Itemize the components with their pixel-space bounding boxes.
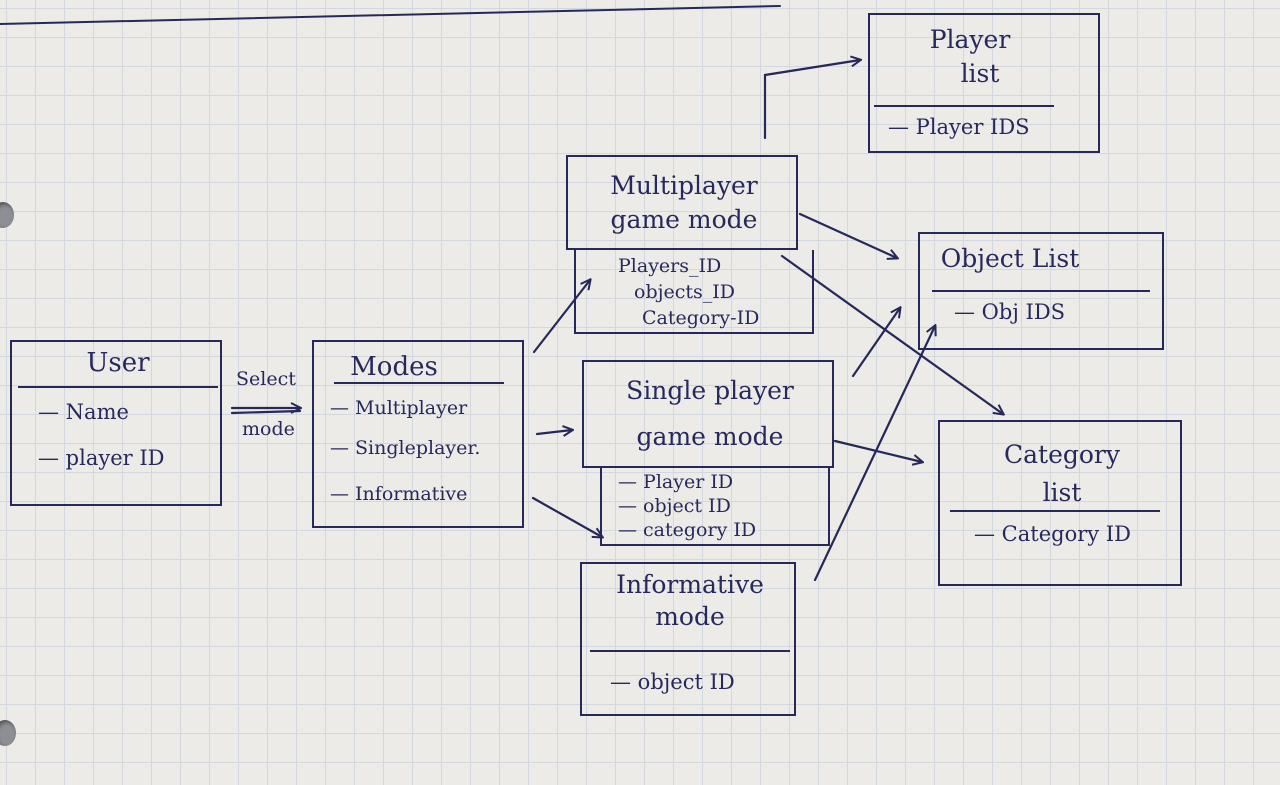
modes-title: Modes (350, 352, 438, 382)
modes-entity: Modes — Multiplayer — Singleplayer. — In… (312, 340, 524, 528)
binder-hole-top (0, 202, 14, 228)
multiplayer-title-line1: Multiplayer (610, 171, 758, 200)
object-list-entity: Object List — Obj IDS (918, 232, 1164, 350)
arrow-singleplayer-to-objectlist (851, 308, 900, 378)
category-list-title-line2: list (1042, 478, 1082, 507)
singleplayer-entity-header: Single player game mode (582, 360, 834, 468)
arrow-modes-to-multiplayer (532, 280, 590, 354)
multiplayer-attribute-category-id: Category-ID (642, 307, 760, 329)
player-list-attribute-player-ids: — Player IDS (888, 115, 1030, 139)
user-attribute-player-id: — player ID (38, 446, 165, 470)
arrow-multiplayer-to-categorylist (780, 254, 1003, 414)
player-list-title-line1: Player (929, 25, 1011, 54)
informative-divider (590, 650, 790, 652)
select-mode-label-line1: Select (236, 368, 296, 390)
informative-title-line1: Informative (616, 570, 764, 599)
informative-entity: Informative mode — object ID (580, 562, 796, 716)
arrow-user-to-modes-2 (230, 409, 302, 415)
category-list-entity: Category list — Category ID (938, 420, 1182, 586)
multiplayer-attribute-objects-id: objects_ID (634, 281, 736, 303)
multiplayer-entity-attributes: Players_ID objects_ID Category-ID (574, 250, 814, 334)
informative-title-line2: mode (655, 602, 725, 631)
arrow-informative-to-objectlist (813, 326, 935, 582)
singleplayer-attribute-category-id: — category ID (618, 519, 757, 541)
multiplayer-title-line2: game mode (610, 205, 758, 234)
user-divider (18, 386, 218, 388)
singleplayer-title-line1: Single player (626, 376, 794, 405)
select-mode-label-line2: mode (242, 418, 295, 440)
category-list-attribute-category-id: — Category ID (974, 522, 1131, 546)
user-attribute-name: — Name (38, 400, 129, 424)
arrow-multiplayer-to-playerlist (763, 60, 860, 140)
singleplayer-title-line2: game mode (636, 422, 784, 451)
modes-divider (334, 382, 504, 384)
category-list-title-line1: Category (1003, 440, 1120, 469)
arrow-singleplayer-to-categorylist (833, 439, 922, 462)
multiplayer-attribute-players-id: Players_ID (618, 255, 722, 277)
player-list-title-line2: list (960, 59, 1000, 88)
multiplayer-entity-header: Multiplayer game mode (566, 155, 798, 250)
arrow-multiplayer-to-objectlist (798, 212, 897, 258)
category-list-divider (950, 510, 1160, 512)
user-entity: User — Name — player ID (10, 340, 222, 506)
page-top-rule (0, 5, 781, 25)
singleplayer-entity-attributes: — Player ID — object ID — category ID (600, 468, 830, 546)
modes-attribute-singleplayer: — Singleplayer. (330, 437, 481, 459)
binder-hole-bottom (0, 720, 16, 746)
object-list-attribute-obj-ids: — Obj IDS (954, 300, 1066, 324)
player-list-entity: Player list — Player IDS (868, 13, 1100, 153)
singleplayer-attribute-player-id: — Player ID (618, 471, 734, 493)
object-list-title: Object List (940, 244, 1080, 273)
player-list-divider (874, 105, 1054, 107)
arrow-modes-to-singleplayer (535, 430, 572, 434)
modes-attribute-multiplayer: — Multiplayer (330, 397, 468, 419)
user-title: User (86, 348, 150, 378)
informative-attribute-object-id: — object ID (610, 670, 735, 694)
singleplayer-attribute-object-id: — object ID (618, 495, 731, 517)
object-list-divider (932, 290, 1150, 292)
arrow-modes-to-informative (531, 496, 602, 537)
modes-attribute-informative: — Informative (330, 483, 468, 505)
